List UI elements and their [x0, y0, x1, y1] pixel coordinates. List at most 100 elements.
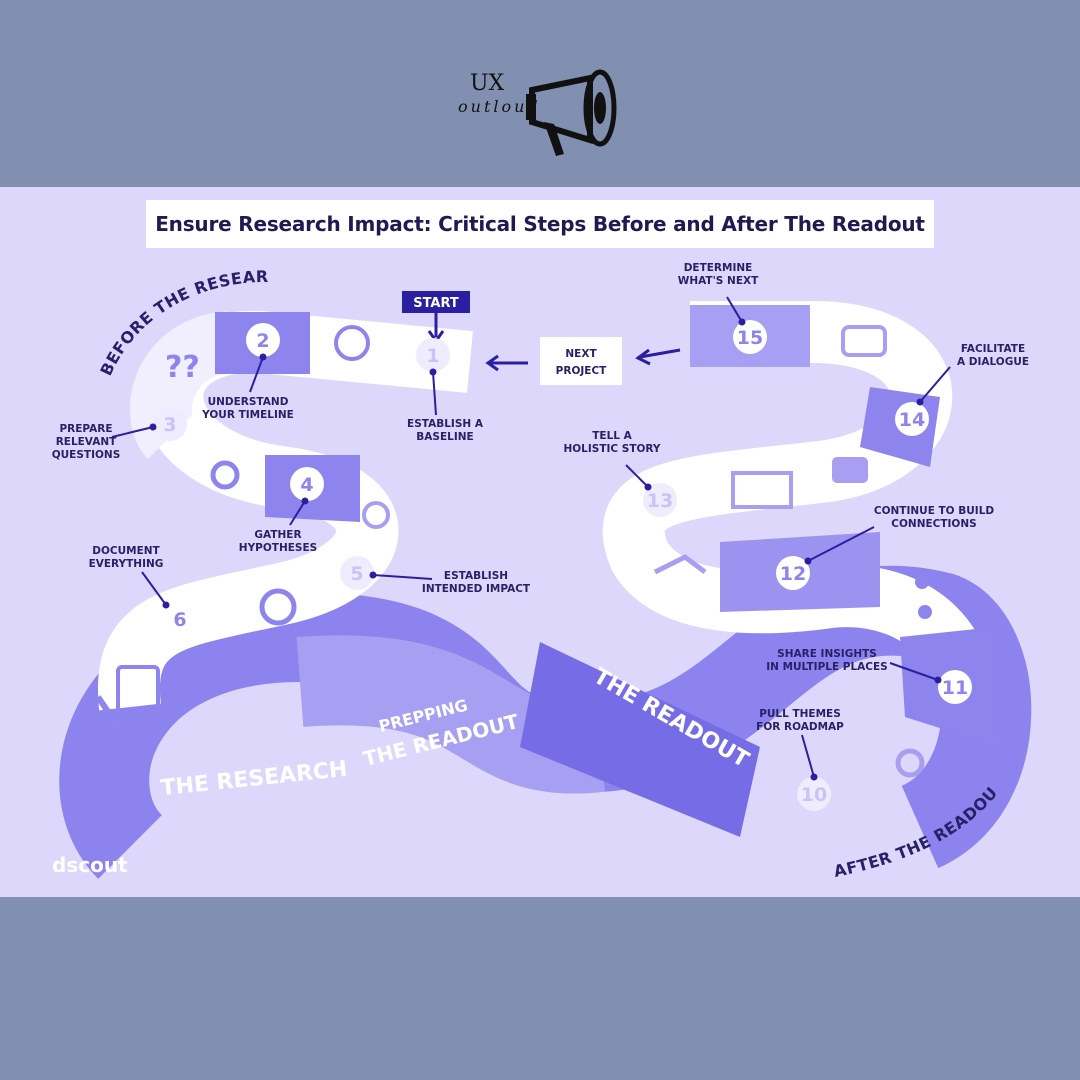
step-label-15-line2: WHAT'S NEXT	[678, 275, 759, 287]
step-label-6-line2: EVERYTHING	[89, 558, 164, 570]
step-marker-12	[776, 556, 810, 590]
question-marks-icon: ??	[165, 350, 200, 385]
step-label-6-line1: DOCUMENT	[92, 545, 160, 557]
page-title: Ensure Research Impact: Critical Steps B…	[146, 200, 934, 248]
step-number-6: 6	[173, 609, 186, 631]
step-number-10: 10	[801, 784, 827, 806]
step-leader-3	[111, 426, 154, 438]
step-label-13-line2: HOLISTIC STORY	[563, 443, 660, 455]
step-number-11: 11	[942, 677, 968, 699]
step-marker-15	[733, 320, 767, 354]
step-marker-13	[643, 483, 677, 517]
location-pin-icon	[895, 748, 925, 778]
step-label-15-line1: DETERMINE	[684, 262, 753, 274]
step-label-3-line2: RELEVANT	[56, 436, 117, 448]
step-leader-6	[141, 571, 167, 606]
step-label-2-line2: YOUR TIMELINE	[201, 409, 294, 421]
target-icon	[259, 588, 297, 626]
step-marker-2	[246, 323, 280, 357]
book-icon	[731, 471, 793, 509]
ux-outloud-logo: UX outloud	[458, 69, 617, 156]
next-project-line2: PROJECT	[556, 365, 607, 377]
step-marker-10	[797, 777, 831, 811]
step-leader-12	[807, 526, 875, 562]
step-marker-1	[416, 338, 450, 372]
step-label-1-line1: ESTABLISH A	[407, 418, 484, 430]
step-leader-4	[289, 500, 306, 526]
step-label-12-line1: CONTINUE TO BUILD	[874, 505, 995, 517]
step-label-3-line3: QUESTIONS	[52, 449, 121, 461]
step-number-13: 13	[647, 490, 673, 512]
step-leader-5	[372, 574, 433, 580]
phase-research: THE RESEARCH	[159, 757, 348, 801]
step-leader-dot-4	[301, 497, 309, 505]
lightbulb-icon	[362, 501, 390, 529]
step-number-4: 4	[300, 474, 313, 496]
step-label-14-line2: A DIALOGUE	[957, 356, 1029, 368]
step-leader-dot-1	[429, 368, 437, 376]
research-journey-diagram: START NEXT PROJECT BEFORE THE RESEARCH A…	[0, 187, 1032, 881]
step-marker-3	[153, 407, 187, 441]
pencil-icon	[95, 695, 127, 737]
connection-icon	[915, 575, 929, 589]
handshake-icon	[653, 554, 707, 575]
step-marker-14	[895, 402, 929, 436]
step-label-11-line2: IN MULTIPLE PLACES	[766, 661, 888, 673]
step-number-2: 2	[256, 330, 269, 352]
step-marker-11	[938, 670, 972, 704]
step-number-3: 3	[163, 414, 176, 436]
step-leader-dot-12	[804, 557, 812, 565]
next-project-box	[540, 337, 622, 385]
clock-icon	[334, 325, 370, 361]
step-leader-13	[625, 464, 649, 488]
step-leader-dot-11	[934, 676, 942, 684]
step-leader-dot-6	[162, 601, 170, 609]
document-icon	[116, 665, 160, 715]
step-leader-14	[919, 366, 951, 403]
magnifier-icon	[210, 460, 240, 490]
logo-text-script: outloud	[458, 97, 541, 116]
step-label-13-line1: TELL A	[592, 430, 632, 442]
megaphone-icon	[526, 69, 617, 156]
step-number-1: 1	[426, 345, 439, 367]
step-marker-5	[340, 556, 374, 590]
start-flag	[402, 291, 470, 313]
step-number-12: 12	[780, 563, 806, 585]
next-project-line1: NEXT	[565, 348, 597, 360]
step-leader-1	[432, 371, 437, 416]
step-leader-11	[889, 662, 939, 681]
step-label-4-line2: HYPOTHESES	[239, 542, 317, 554]
step-label-3-line1: PREPARE	[59, 423, 112, 435]
step-label-5-line1: ESTABLISH	[444, 570, 508, 582]
chat-icon	[841, 325, 887, 357]
step-label-5-line2: INTENDED IMPACT	[422, 583, 531, 595]
step-leader-dot-13	[644, 483, 652, 491]
step-leader-dot-2	[259, 353, 267, 361]
step-marker-4	[290, 467, 324, 501]
step-label-12-line2: CONNECTIONS	[891, 518, 976, 530]
step-label-11-line1: SHARE INSIGHTS	[777, 648, 877, 660]
step-label-14-line1: FACILITATE	[961, 343, 1025, 355]
step-label-4-line1: GATHER	[254, 529, 301, 541]
step-leader-dot-15	[738, 318, 746, 326]
step-marker-6	[163, 602, 197, 636]
step-label-1-line2: BASELINE	[416, 431, 473, 443]
start-label: START	[413, 296, 459, 311]
dscout-brand: dscout	[52, 853, 128, 877]
step-number-5: 5	[350, 563, 363, 585]
step-leader-dot-3	[149, 423, 157, 431]
step-label-2-line1: UNDERSTAND	[208, 396, 289, 408]
step-number-14: 14	[899, 409, 925, 431]
step-leader-2	[249, 356, 264, 393]
message-icon	[832, 457, 868, 483]
step-leader-dot-14	[916, 398, 924, 406]
step-leader-15	[726, 296, 743, 323]
step-leader-10	[801, 734, 815, 778]
logo-text-ux: UX	[470, 71, 505, 96]
step-number-15: 15	[737, 327, 763, 349]
step-label-10-line2: FOR ROADMAP	[756, 721, 844, 733]
step-label-10-line1: PULL THEMES	[759, 708, 841, 720]
step-leader-dot-10	[810, 773, 818, 781]
